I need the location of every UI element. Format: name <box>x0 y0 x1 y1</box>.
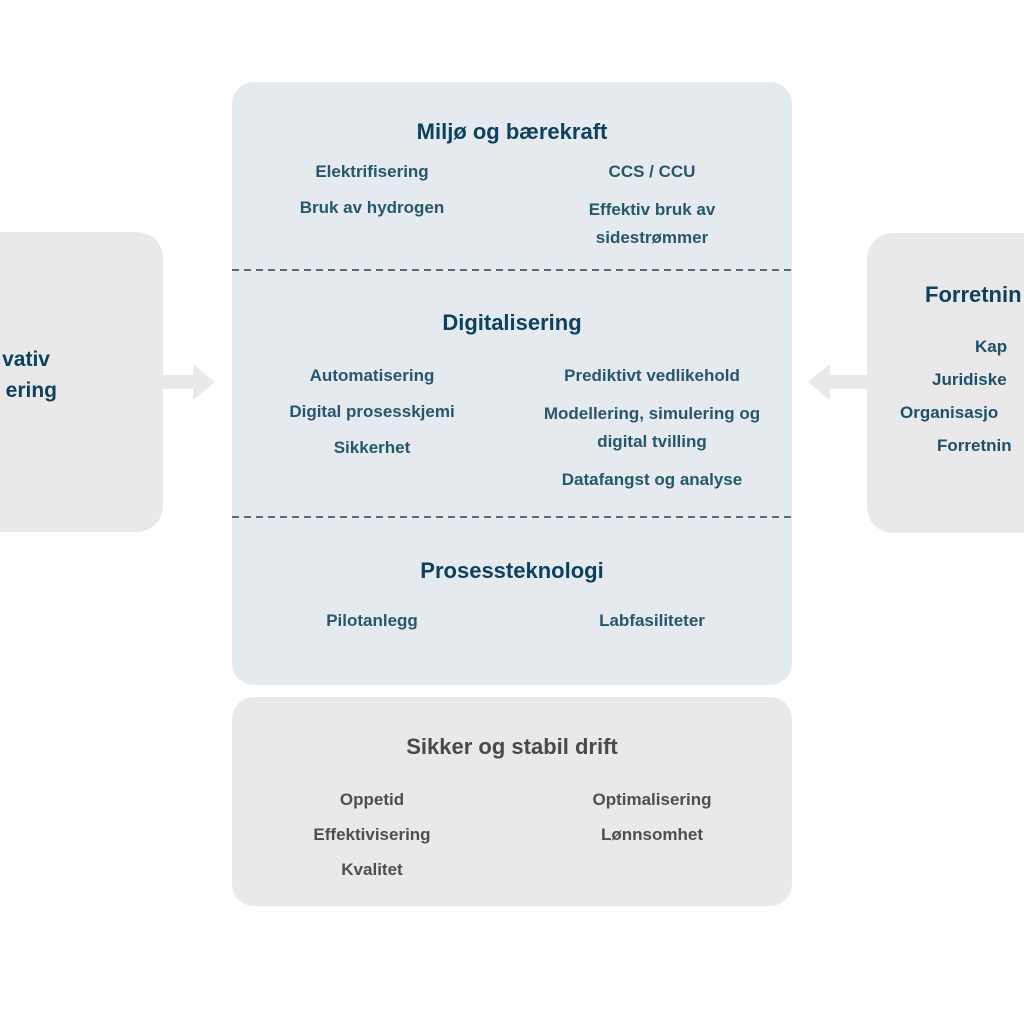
operations-item: Kvalitet <box>341 860 403 879</box>
section-item: Datafangst og analyse <box>561 470 743 489</box>
section-item: Pilotanlegg <box>326 611 418 630</box>
operations-card-title: Sikker og stabil drift <box>406 734 618 759</box>
section-item: Prediktivt vedlikehold <box>564 366 740 385</box>
right-card-title: Forretnin <box>925 282 1022 307</box>
section-item: Automatisering <box>309 366 435 385</box>
section-item: Effektiv bruk av sidestrømmer <box>588 200 716 247</box>
section-item: Digital prosesskjemi <box>289 402 455 421</box>
section-item: Elektrifisering <box>315 162 429 181</box>
section-right-column: Labfasiliteter <box>512 609 792 633</box>
section-digitalisering: Digitalisering Automatisering Digital pr… <box>232 270 792 517</box>
section-item: Bruk av hydrogen <box>299 198 445 217</box>
operations-item: Oppetid <box>339 790 405 809</box>
section-item: Labfasiliteter <box>599 611 705 630</box>
section-item: Modellering, simulering og digital tvill… <box>543 404 761 451</box>
arrow-left-icon <box>808 364 867 400</box>
operations-right-column: Optimalisering Lønnsomhet <box>512 788 792 882</box>
operations-item: Lønnsomhet <box>601 825 703 844</box>
section-title: Prosessteknologi <box>420 558 604 583</box>
dashed-divider <box>232 516 792 518</box>
left-card-title-line1: vativ <box>2 348 50 371</box>
right-card-item: Forretnin <box>937 436 1012 455</box>
section-title: Digitalisering <box>442 310 582 335</box>
technology-card: Miljø og bærekraft Elektrifisering Bruk … <box>232 82 792 685</box>
operations-left-column: Oppetid Effektivisering Kvalitet <box>232 788 512 882</box>
section-title: Miljø og bærekraft <box>416 119 608 144</box>
section-left-column: Automatisering Digital prosesskjemi Sikk… <box>232 364 512 492</box>
left-card-title-line2: ering <box>5 379 57 402</box>
left-card: vativ ering <box>0 232 163 532</box>
section-right-column: Prediktivt vedlikehold Modellering, simu… <box>512 364 792 492</box>
operations-item: Effektivisering <box>313 825 431 844</box>
section-miljo-og-baerekraft: Miljø og bærekraft Elektrifisering Bruk … <box>232 82 792 270</box>
section-item: CCS / CCU <box>608 162 696 181</box>
arrow-right-icon <box>163 364 215 400</box>
right-card-item: Juridiske <box>932 370 1007 389</box>
section-left-column: Pilotanlegg <box>232 609 512 633</box>
section-item: Sikkerhet <box>333 438 411 457</box>
right-card-item: Kap <box>975 337 1008 356</box>
section-prosessteknologi: Prosessteknologi Pilotanlegg Labfasilite… <box>232 517 792 685</box>
section-left-column: Elektrifisering Bruk av hydrogen <box>232 160 512 252</box>
dashed-divider <box>232 269 792 271</box>
right-card-item: Organisasjo <box>900 403 999 422</box>
right-card: Forretnin Kap Juridiske Organisasjo Forr… <box>867 233 1024 533</box>
operations-card: Sikker og stabil drift Oppetid Effektivi… <box>232 697 792 906</box>
section-right-column: CCS / CCU Effektiv bruk av sidestrømmer <box>512 160 792 252</box>
operations-item: Optimalisering <box>592 790 712 809</box>
